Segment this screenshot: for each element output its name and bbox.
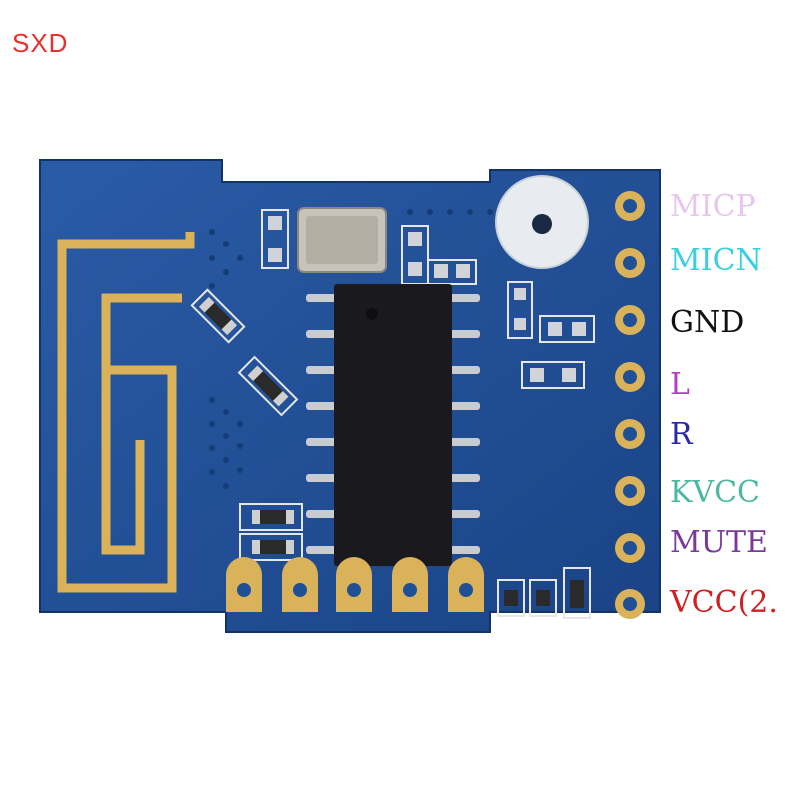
via-holes	[209, 209, 493, 489]
pin-label-l: L	[670, 367, 690, 402]
main-ic-leads	[306, 294, 480, 554]
pin-label-micp: MICP	[670, 189, 756, 224]
watermark-text: SXD	[12, 28, 69, 58]
pin-label-vcc: VCC(2.	[670, 585, 778, 620]
bottom-pads	[226, 557, 484, 612]
pin-label-mute: MUTE	[670, 525, 768, 560]
pin-label-kvcc: KVCC	[670, 475, 760, 510]
pin-label-r: R	[670, 417, 693, 452]
antenna-trace	[57, 232, 195, 593]
resistor	[237, 355, 299, 417]
pin-label-micn: MICN	[670, 243, 762, 278]
main-ic-chip	[334, 284, 452, 566]
side-pins	[615, 191, 645, 619]
pin-label-gnd: GND	[670, 305, 745, 340]
resistor	[190, 288, 246, 344]
